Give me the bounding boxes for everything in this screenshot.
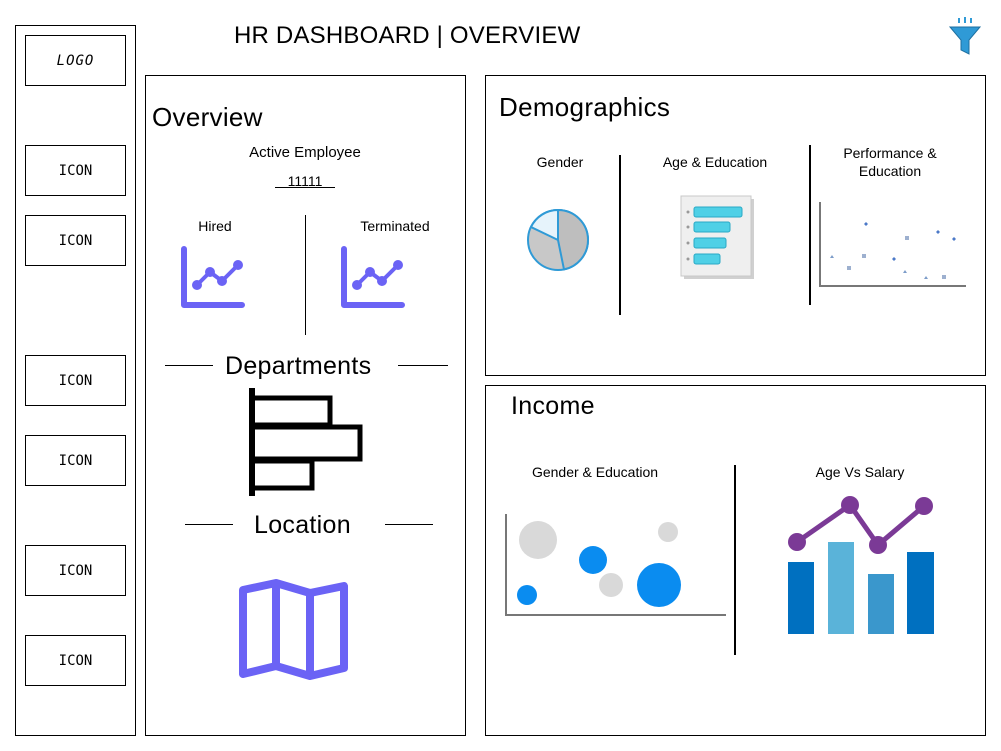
income-title: Income	[511, 392, 595, 420]
sidebar-item-4[interactable]: ICON	[25, 435, 126, 486]
age-salary-label: Age Vs Salary	[815, 464, 905, 480]
age-education-label: Age & Education	[662, 154, 768, 170]
income-divider	[734, 465, 736, 655]
age-salary-combo-icon[interactable]	[786, 496, 936, 636]
age-education-table-icon[interactable]	[680, 195, 756, 281]
sidebar-item-label: ICON	[58, 372, 93, 389]
demographics-divider-1	[619, 155, 621, 315]
funnel-icon[interactable]	[948, 16, 982, 56]
departments-bar-icon[interactable]	[248, 386, 364, 498]
departments-title: Departments	[225, 352, 372, 380]
terminated-label: Terminated	[360, 218, 430, 234]
demographics-divider-2	[809, 145, 811, 305]
location-title: Location	[254, 511, 351, 539]
active-employee-value: 11111	[287, 173, 323, 189]
performance-education-label-1: Performance &	[843, 145, 937, 161]
sidebar-item-label: ICON	[58, 652, 93, 669]
demographics-title: Demographics	[499, 92, 671, 122]
sidebar-item-3[interactable]: ICON	[25, 355, 126, 406]
logo-text: LOGO	[56, 52, 95, 69]
sidebar-item-label: ICON	[58, 232, 93, 249]
performance-education-label-2: Education	[858, 163, 922, 179]
map-icon[interactable]	[238, 579, 350, 680]
sidebar-item-label: ICON	[58, 162, 93, 179]
active-employee-label: Active Employee	[249, 144, 361, 161]
sidebar-item-5[interactable]: ICON	[25, 545, 126, 596]
performance-scatter-icon[interactable]	[818, 200, 968, 290]
hired-label: Hired	[198, 218, 232, 234]
sidebar-item-label: ICON	[58, 562, 93, 579]
active-value-underline	[275, 187, 335, 188]
page-title: HR DASHBOARD | OVERVIEW	[234, 22, 581, 49]
sidebar-item-label: ICON	[58, 452, 93, 469]
location-rule-right	[385, 524, 433, 525]
sidebar-item-6[interactable]: ICON	[25, 635, 126, 686]
hired-chart-icon[interactable]	[178, 245, 248, 311]
sidebar-item-2[interactable]: ICON	[25, 215, 126, 266]
gender-pie-icon[interactable]	[526, 208, 590, 272]
overview-title: Overview	[152, 102, 263, 132]
departments-rule-right	[398, 365, 448, 366]
gender-education-bubble-icon[interactable]	[504, 514, 728, 618]
terminated-chart-icon[interactable]	[338, 245, 408, 311]
sidebar-item-1[interactable]: ICON	[25, 145, 126, 196]
location-rule-left	[185, 524, 233, 525]
gender-label: Gender	[536, 154, 584, 170]
overview-divider	[305, 215, 306, 335]
overview-panel	[145, 75, 466, 736]
departments-rule-left	[165, 365, 213, 366]
logo[interactable]: LOGO	[25, 35, 126, 86]
gender-education-label: Gender & Education	[531, 464, 659, 480]
